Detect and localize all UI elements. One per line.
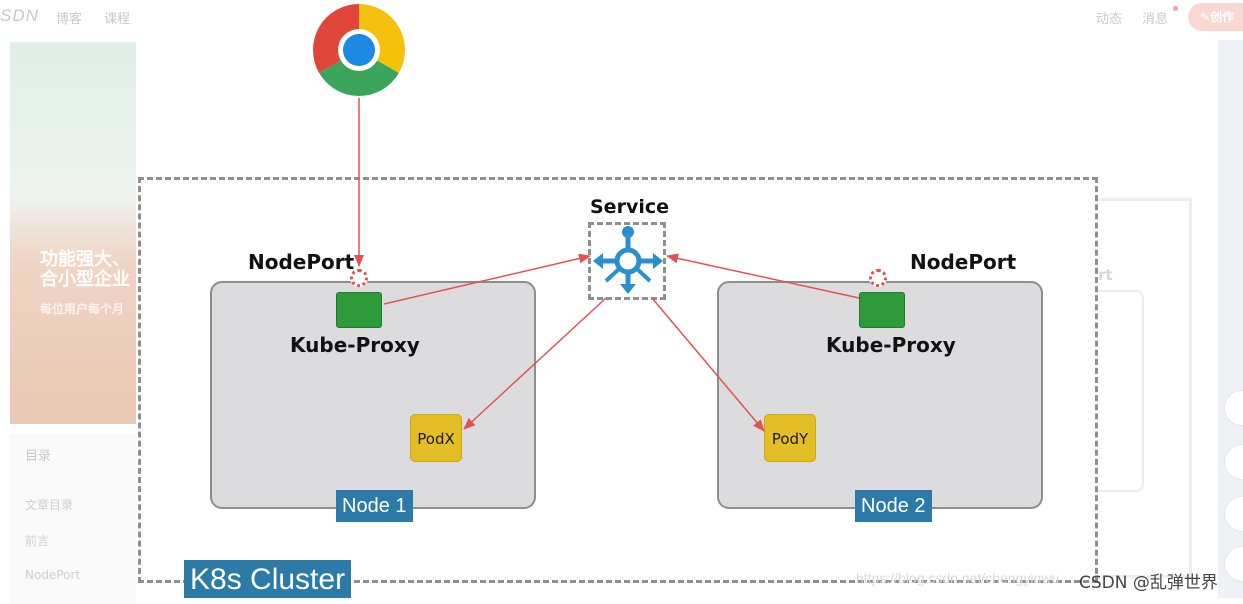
pod-y: PodY — [764, 414, 816, 462]
watermark-credit: CSDN @乱弹世界 — [1079, 573, 1218, 593]
site-logo[interactable]: SDN — [0, 6, 39, 25]
arrow-service-to-podx — [463, 297, 607, 430]
nav-blog[interactable]: 博客 — [56, 12, 83, 27]
kube-proxy-1-label: Kube-Proxy — [290, 333, 420, 357]
nodeport-1-port — [350, 269, 368, 287]
toc-item[interactable]: 文章目录 — [25, 498, 74, 512]
nav-messages[interactable]: 消息 — [1142, 12, 1169, 27]
pen-icon: ✎ — [1200, 10, 1211, 24]
nav-dynamics[interactable]: 动态 — [1096, 12, 1123, 27]
watermark-url: https://blog.csdn.net/chengyinwu — [856, 570, 1060, 586]
nav-courses[interactable]: 课程 — [104, 12, 131, 27]
pod-x: PodX — [410, 414, 462, 462]
node-2-label: Node 2 — [855, 490, 932, 522]
create-button[interactable]: ✎创作 — [1188, 3, 1243, 31]
toc-item[interactable]: NodePort — [25, 568, 81, 582]
nodeport-2-port — [869, 269, 887, 287]
nodeport-2-label: NodePort — [910, 250, 1017, 274]
arrow-service-to-pody — [651, 297, 765, 432]
ad-banner-subline: 每位用户每个月 — [40, 302, 125, 316]
arrow-proxy2-to-service — [666, 253, 860, 299]
kube-proxy-2 — [859, 292, 905, 328]
service-label: Service — [590, 196, 669, 218]
top-navbar — [0, 0, 1243, 34]
service-hub-icon — [593, 226, 663, 294]
toc-panel — [10, 434, 136, 604]
cluster-label: K8s Cluster — [184, 560, 352, 598]
create-label: 创作 — [1210, 10, 1235, 24]
kube-proxy-1 — [336, 292, 382, 328]
ad-banner-headline: 功能强大、合小型企业 — [40, 249, 130, 290]
side-card-heading: rt — [1098, 266, 1113, 284]
arrow-proxy1-to-service — [383, 253, 591, 305]
nodeport-1-label: NodePort — [248, 250, 355, 274]
side-card — [1098, 198, 1192, 578]
node-1-label: Node 1 — [336, 490, 413, 522]
toc-item[interactable]: 前言 — [25, 534, 50, 548]
chrome-browser-icon — [312, 4, 406, 97]
side-card-inner — [1098, 290, 1144, 492]
toc-title: 目录 — [25, 449, 52, 464]
ad-banner[interactable] — [10, 42, 136, 424]
kube-proxy-2-label: Kube-Proxy — [826, 333, 956, 357]
message-badge — [1173, 6, 1178, 11]
